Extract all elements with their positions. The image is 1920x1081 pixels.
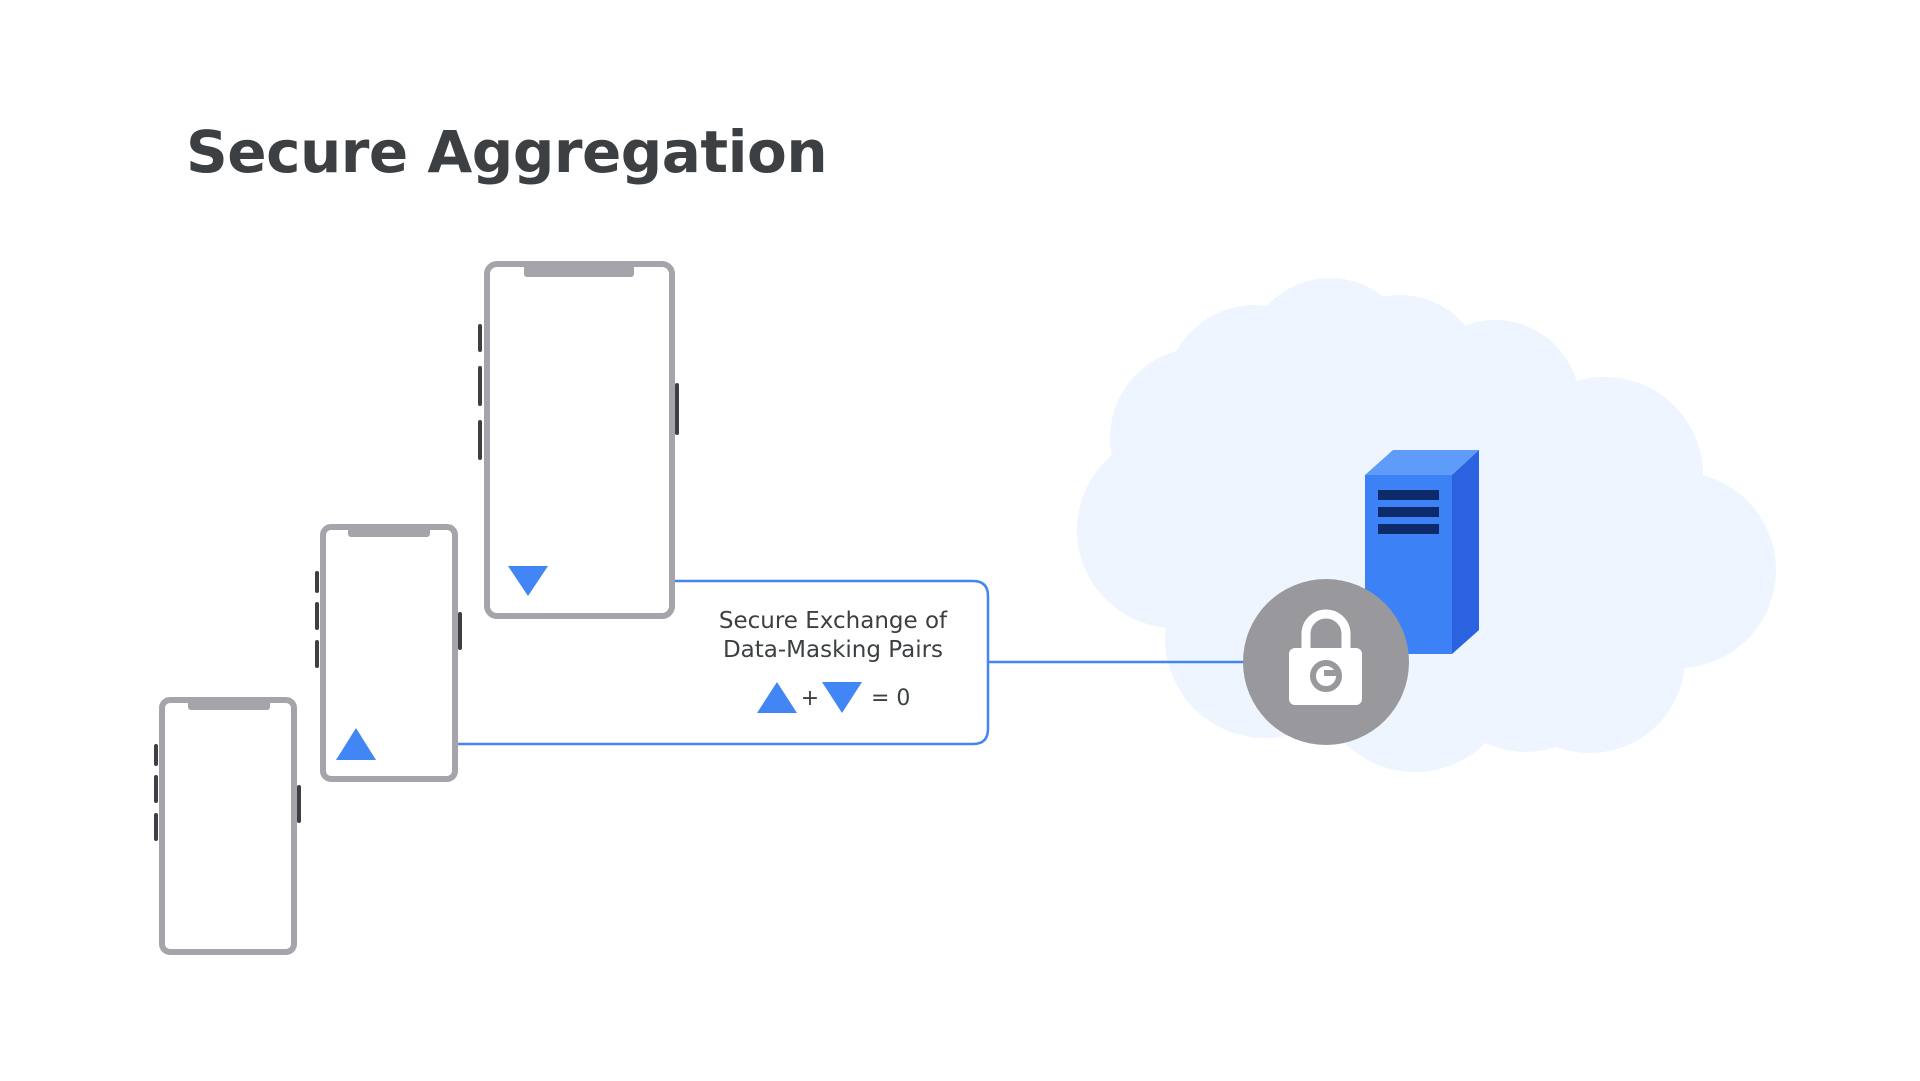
equation-plus: + (801, 686, 819, 711)
exchange-label-line2: Data-Masking Pairs (723, 637, 943, 663)
padlock-icon (1243, 579, 1409, 745)
triangle-up-icon (757, 682, 797, 713)
smartphone-outline-icon (154, 697, 301, 955)
exchange-connector (382, 579, 1244, 746)
page-title: Secure Aggregation (186, 118, 828, 186)
smartphone-outline-icon (315, 524, 462, 782)
equation-result: = 0 (871, 686, 910, 711)
smartphone-outline-icon (478, 261, 679, 619)
triangle-down-icon (822, 682, 862, 713)
triangle-down-icon (508, 566, 548, 596)
exchange-label-line1: Secure Exchange of (719, 608, 948, 634)
triangle-up-icon (336, 728, 376, 760)
